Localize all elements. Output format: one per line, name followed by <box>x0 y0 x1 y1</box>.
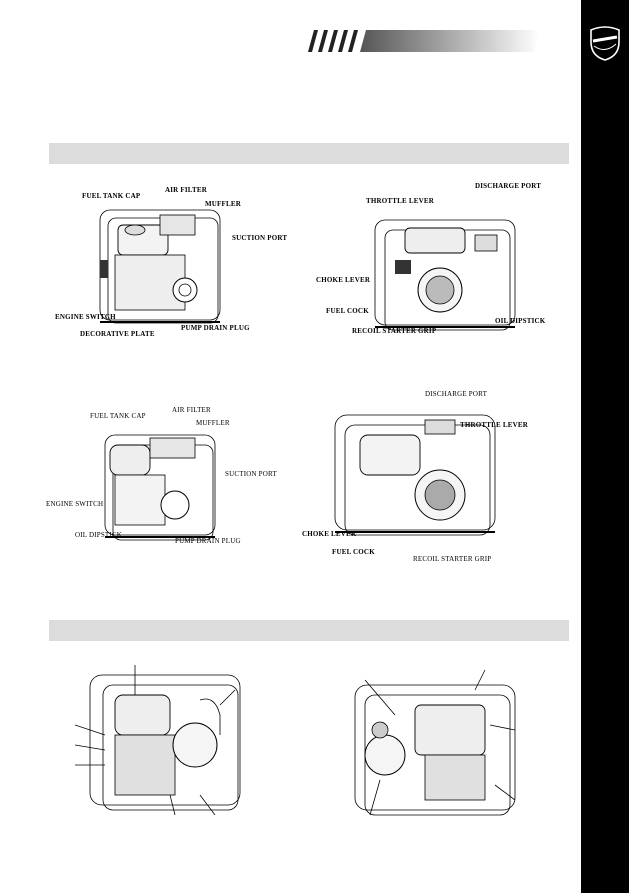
pump-illustration-4 <box>334 414 496 536</box>
label-oil-dipstick: OIL DIPSTICK <box>495 317 546 325</box>
label-choke-lever: CHOKE LEVER <box>316 276 371 284</box>
section-bar-bottom <box>49 620 569 641</box>
ducati-logo-icon <box>590 26 620 61</box>
label-suction-port: SUCTION PORT <box>232 234 288 242</box>
label-fuel-tank-cap: FUEL TANK CAP <box>82 192 141 200</box>
label-muffler: MUFFLER <box>196 419 230 427</box>
label-engine-switch: ENGINE SWITCH <box>46 500 104 508</box>
pump-illustration-3 <box>104 434 216 541</box>
pump-illustration-6 <box>354 669 516 816</box>
pump-illustration-2 <box>374 219 516 331</box>
label-throttle-lever: THROTTLE LEVER <box>460 421 528 429</box>
label-choke-lever: CHOKE LEVER <box>302 530 357 538</box>
label-fuel-cock: FUEL COCK <box>332 548 375 556</box>
pump-illustration-5 <box>75 665 241 815</box>
label-discharge-port: DISCHARGE PORT <box>475 182 542 190</box>
label-air-filter: AIR FILTER <box>172 406 211 414</box>
label-suction-port: SUCTION PORT <box>225 470 277 478</box>
label-oil-dipstick: OIL DIPSTICK <box>75 531 123 539</box>
label-engine-switch: ENGINE SWITCH <box>55 313 116 321</box>
label-recoil-starter-grip: RECOIL STARTER GRIP <box>413 555 492 563</box>
label-fuel-cock: FUEL COCK <box>326 307 369 315</box>
pump-illustration-1 <box>99 209 221 324</box>
label-discharge-port: DISCHARGE PORT <box>425 390 488 398</box>
label-decorative-plate: DECORATIVE PLATE <box>80 330 155 338</box>
label-muffler: MUFFLER <box>205 200 242 208</box>
label-throttle-lever: THROTTLE LEVER <box>366 197 434 205</box>
label-pump-drain-plug: PUMP DRAIN PLUG <box>175 537 241 545</box>
label-fuel-tank-cap: FUEL TANK CAP <box>90 412 146 420</box>
right-sidebar <box>581 0 629 893</box>
label-recoil-starter-grip: RECOIL STARTER GRIP <box>352 327 437 335</box>
section-bar-top <box>49 143 569 164</box>
label-pump-drain-plug: PUMP DRAIN PLUG <box>181 324 250 332</box>
header-stripes <box>308 30 540 52</box>
label-air-filter: AIR FILTER <box>165 186 208 194</box>
